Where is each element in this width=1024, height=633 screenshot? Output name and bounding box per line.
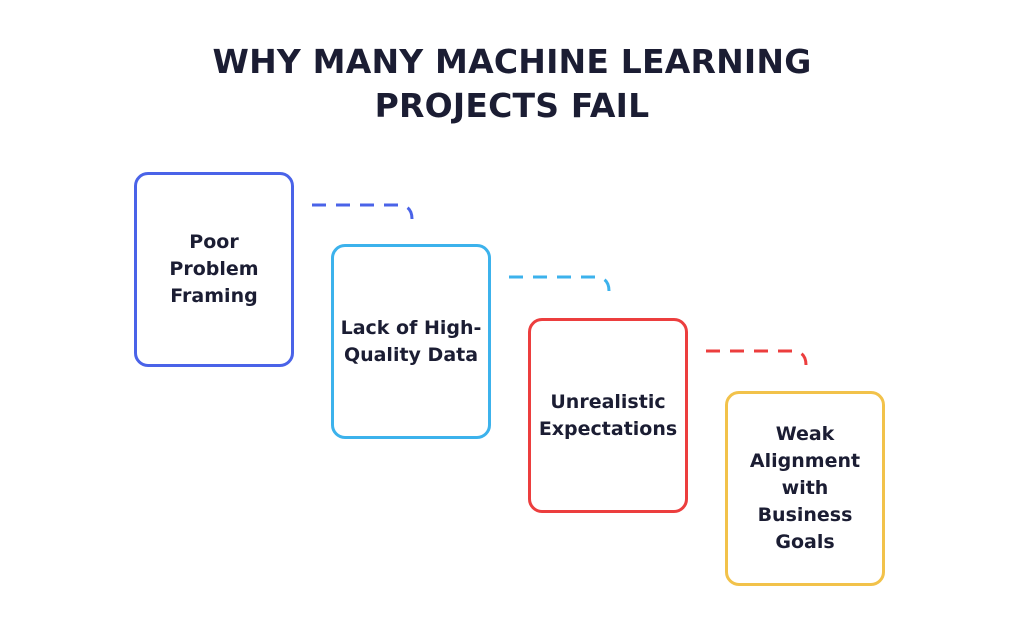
step-label: Poor Problem Framing xyxy=(169,231,259,307)
step-card-poor-problem-framing: Poor Problem Framing xyxy=(134,172,294,367)
step-label: Weak Alignment with Business Goals xyxy=(749,423,861,553)
step-card-unrealistic-expectations: Unrealistic Expectations xyxy=(528,318,688,513)
dashed-connector-3 xyxy=(706,349,808,366)
dashed-connector-1 xyxy=(312,203,414,220)
step-label: Lack of High-Quality Data xyxy=(340,316,482,366)
title-line-2: PROJECTS FAIL xyxy=(374,86,650,125)
page-title: WHY MANY MACHINE LEARNING PROJECTS FAIL xyxy=(0,40,1024,128)
dashed-connector-2 xyxy=(509,275,611,292)
step-card-weak-alignment: Weak Alignment with Business Goals xyxy=(725,391,885,586)
title-line-1: WHY MANY MACHINE LEARNING xyxy=(212,42,812,81)
step-card-lack-of-data: Lack of High-Quality Data xyxy=(331,244,491,439)
step-label: Unrealistic Expectations xyxy=(538,390,678,440)
